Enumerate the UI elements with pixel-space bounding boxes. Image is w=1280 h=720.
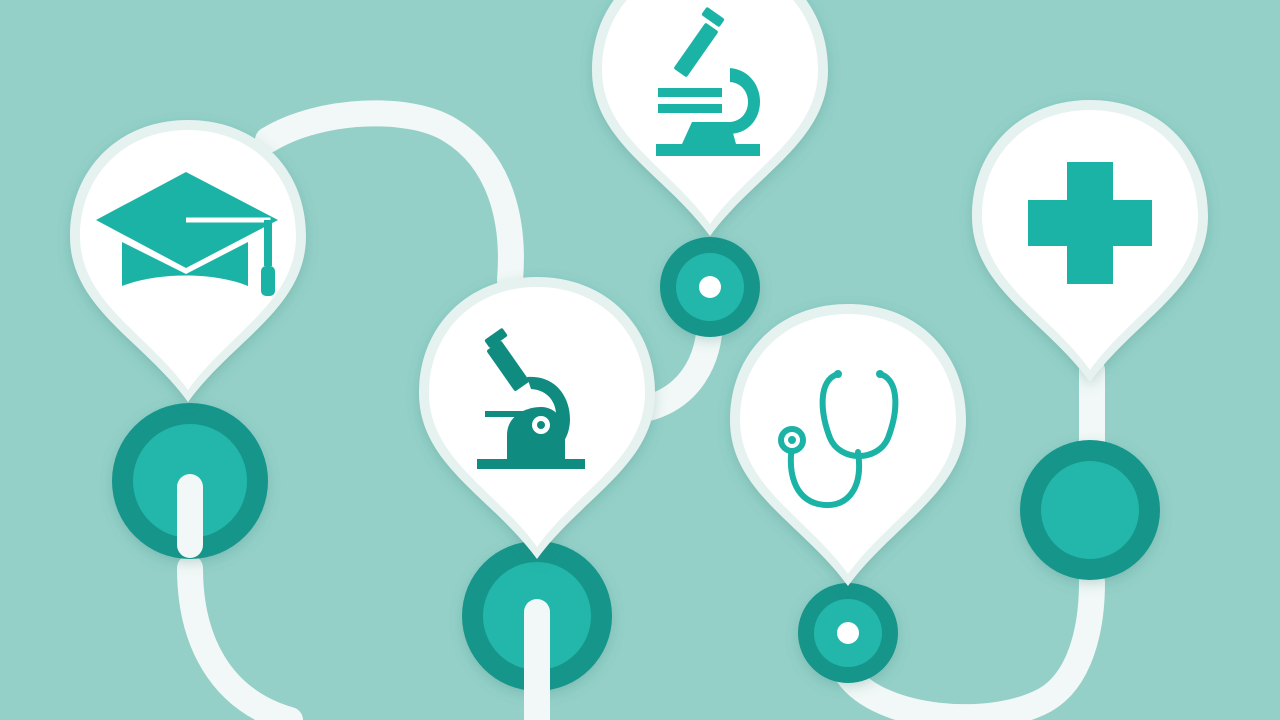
pin-medical-cross [972, 100, 1208, 382]
pin-microscope-center [419, 277, 655, 559]
microscope-icon [477, 328, 585, 469]
pin-stethoscope [730, 304, 966, 586]
path-segment-cap-to-microscope [255, 100, 524, 293]
path-node [112, 403, 268, 559]
stethoscope-icon [778, 370, 899, 509]
path-segment-bottom-left [177, 555, 303, 720]
path-node [798, 583, 898, 683]
microscope-icon [656, 7, 760, 156]
pin-graduation-cap [70, 120, 306, 402]
medical-cross-icon [1028, 162, 1152, 284]
path-node [660, 237, 760, 337]
path-node [462, 541, 612, 720]
graduation-cap-icon [96, 172, 278, 296]
path-segment-bottom-right [835, 569, 1105, 720]
pin-microscope-top [592, 0, 828, 236]
path-node [1020, 440, 1160, 580]
